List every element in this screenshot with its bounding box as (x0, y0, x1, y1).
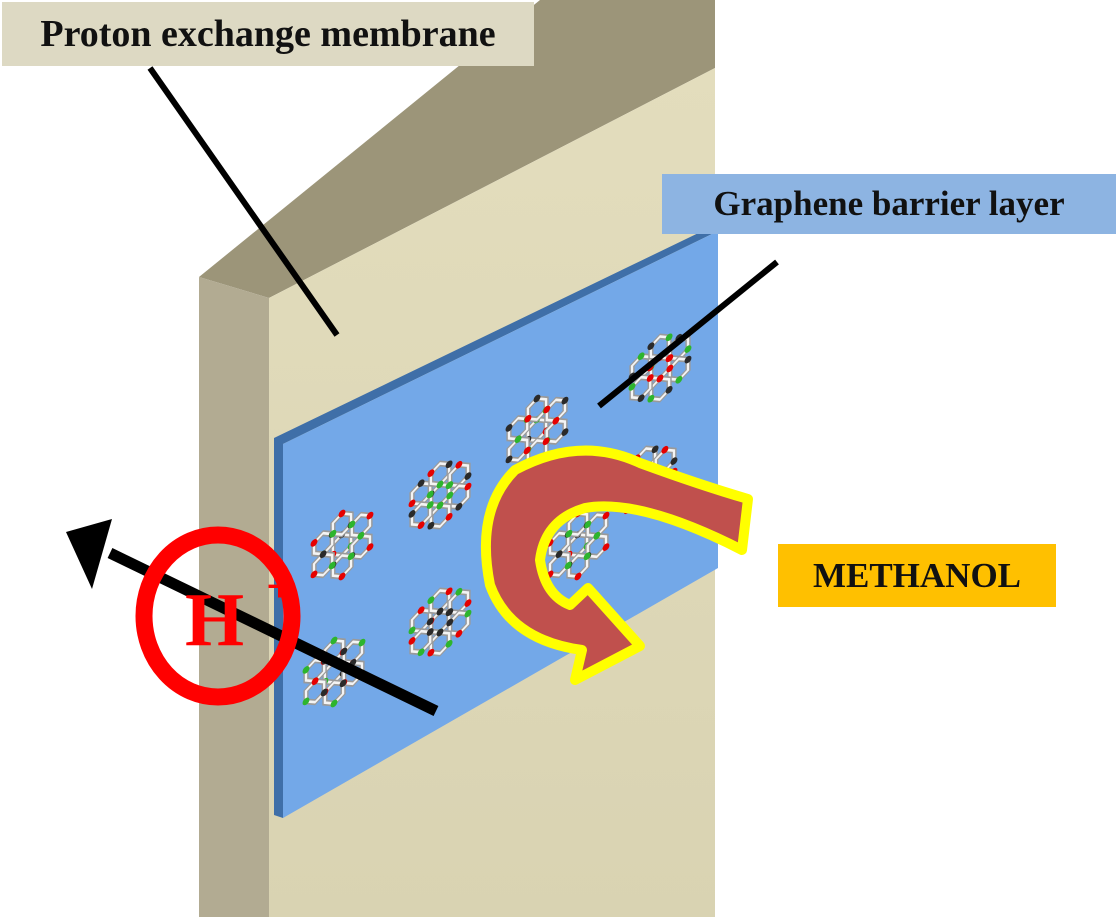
graphene-leader-line (597, 259, 779, 409)
proton-charge: + (266, 560, 293, 613)
pem-leader-line (147, 66, 340, 337)
graphene-flake-icon (408, 575, 472, 669)
membrane-side-face (199, 277, 269, 917)
proton-label: H (185, 578, 244, 662)
proton-symbol: H + (135, 526, 301, 706)
proton-arrow (66, 519, 439, 716)
graphene-barrier-layer-label: Graphene barrier layer (662, 174, 1116, 234)
membrane-top-face (199, 0, 715, 298)
methanol-label: METHANOL (778, 544, 1056, 607)
graphene-flake-icon (310, 495, 374, 596)
graphene-flake-icon (408, 448, 472, 542)
methanol-uturn-arrow (480, 445, 753, 685)
graphene-flake-icon (546, 495, 610, 596)
proton-exchange-membrane-label: Proton exchange membrane (2, 2, 534, 66)
